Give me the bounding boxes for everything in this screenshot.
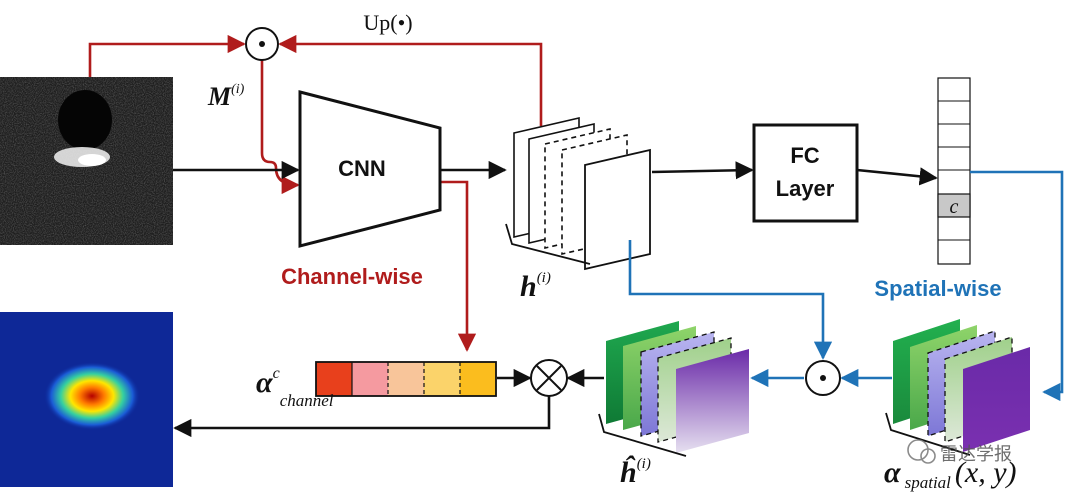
- spatial-wise-label: Spatial-wise: [874, 276, 1001, 301]
- red-connections: [88, 34, 543, 352]
- hhat-superscript: (i): [637, 456, 651, 472]
- elementwise-product-top: [245, 27, 279, 61]
- cnn-block: CNN: [298, 90, 442, 248]
- feature-maps: [505, 116, 651, 271]
- alpha-spatial-subscript: spatial: [905, 473, 952, 492]
- output-heatmap-image: [0, 312, 173, 487]
- channel-wise-label: Channel-wise: [281, 264, 423, 289]
- hhat-label: ĥ(i): [620, 455, 651, 489]
- fc-label-line2: Layer: [776, 176, 835, 201]
- channel-multiply: [530, 359, 568, 397]
- feature-h-label: h(i): [520, 270, 551, 303]
- input-sar-image: [0, 77, 173, 245]
- mask-symbol: M: [207, 82, 232, 111]
- alpha-channel-label: αcchannel: [256, 365, 334, 410]
- alpha-symbol: α: [256, 366, 273, 399]
- feature-h-symbol: h: [520, 270, 537, 303]
- upsample-label: Up(•): [363, 10, 412, 35]
- alpha-c-superscript: c: [273, 365, 280, 382]
- black-connections: [173, 160, 938, 438]
- channel-attention-bar: [315, 361, 497, 397]
- weighted-feature-maps: [598, 321, 749, 457]
- fc-layer-block: FC Layer: [752, 123, 859, 223]
- feature-h-superscript: (i): [537, 270, 551, 286]
- mask-superscript: (i): [231, 82, 245, 97]
- alpha-channel-subscript: channel: [280, 391, 334, 410]
- alpha-spatial-symbol: α: [884, 456, 901, 489]
- fc-label-line1: FC: [790, 143, 819, 168]
- elementwise-product-bottom: [805, 360, 841, 396]
- alpha-spatial-args: (x, y): [955, 456, 1017, 489]
- spatial-attention-maps: [885, 319, 1030, 456]
- mask-label: M(i): [207, 82, 245, 111]
- cnn-label: CNN: [338, 156, 386, 181]
- output-vector: c: [937, 77, 971, 265]
- hhat-symbol: ĥ: [620, 455, 637, 489]
- blue-connections: [628, 170, 1064, 402]
- watermark-text: 雷达学报: [940, 444, 1012, 464]
- watermark: 雷达学报: [907, 439, 1012, 464]
- class-c-label: c: [950, 196, 959, 218]
